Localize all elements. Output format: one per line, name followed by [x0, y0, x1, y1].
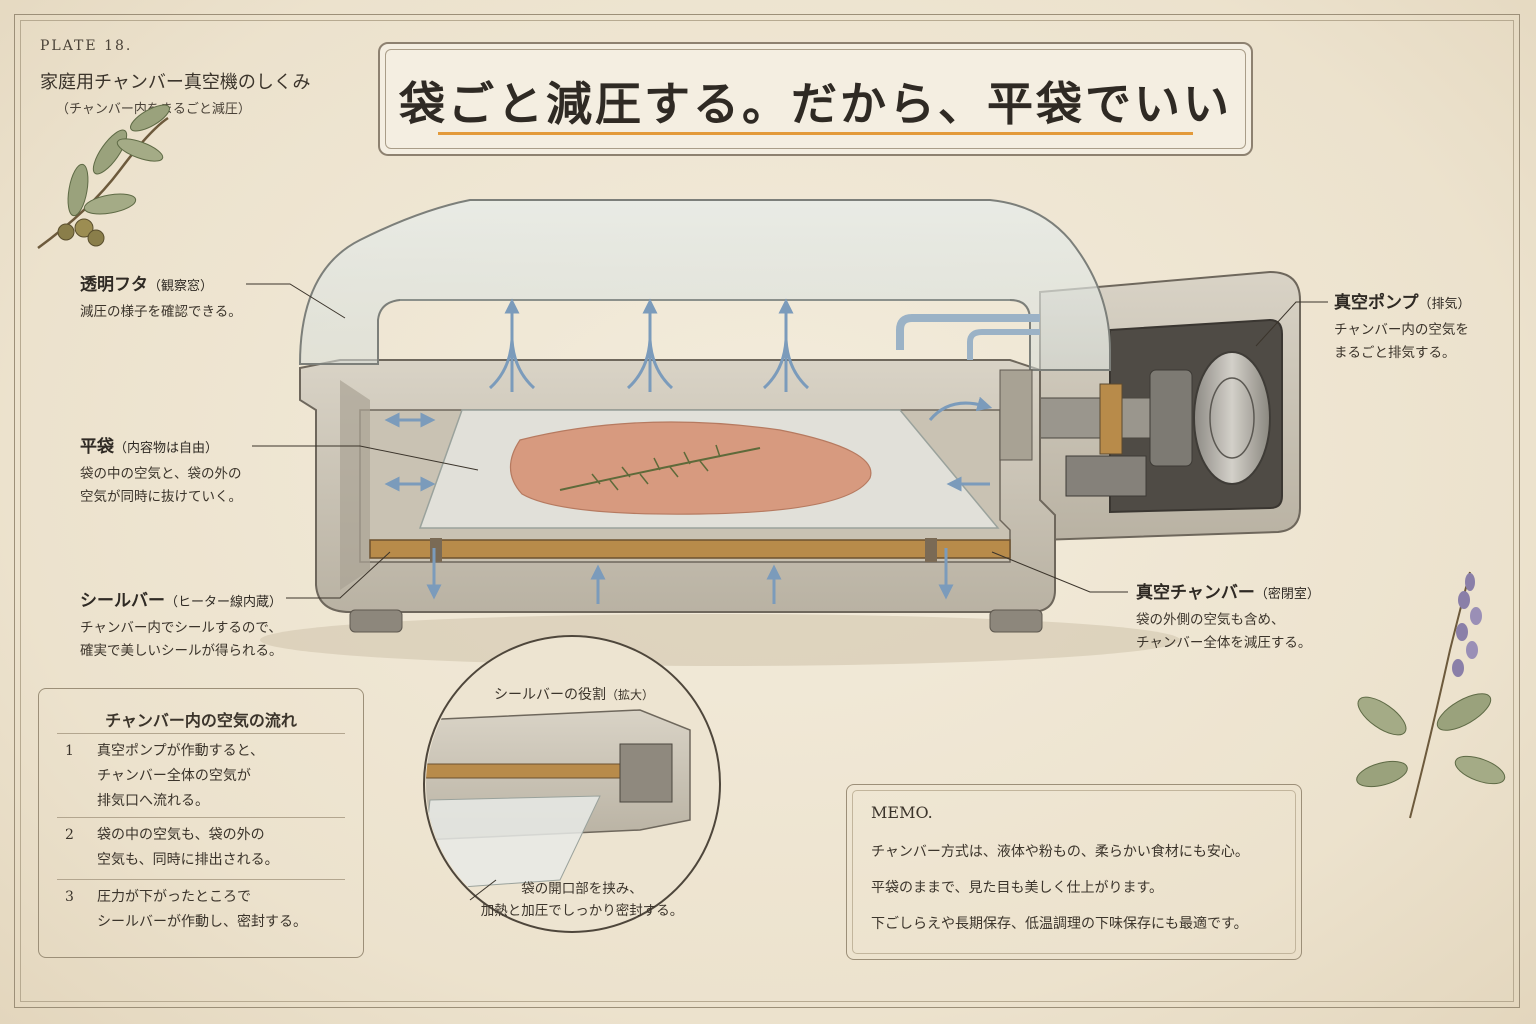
callout-lid-paren: （観察窓） [148, 279, 214, 294]
flow-step-line: 排気口へ流れる。 [97, 793, 209, 809]
callout-sealbar: シールバー（ヒーター線内蔵） チャンバー内でシールするので、 確実で美しいシール… [80, 586, 283, 663]
foot-left [349, 609, 403, 633]
callout-pump-line: チャンバー内の空気を [1334, 322, 1469, 338]
callout-sealbar-title: シールバー [80, 591, 165, 611]
leader-lines [246, 283, 1328, 599]
flow-step-number: 2 [65, 827, 74, 843]
flow-step-line: 空気も、同時に排出される。 [97, 852, 279, 868]
inset-label-paren: （拡大） [606, 688, 655, 702]
callout-chamber-line: チャンバー全体を減圧する。 [1136, 635, 1312, 651]
inset-label-text: シールバーの役割 [494, 687, 606, 703]
vacuum-pump-icon [1039, 351, 1271, 497]
flat-bag [418, 409, 1000, 529]
inset-leader [469, 879, 497, 901]
callout-pump-line: まるごと排気する。 [1334, 345, 1456, 361]
air-flow-box: チャンバー内の空気の流れ 1 真空ポンプが作動すると、 チャンバー全体の空気が … [38, 688, 364, 958]
memo-title: MEMO. [871, 803, 933, 822]
flow-step-line: チャンバー全体の空気が [97, 768, 251, 784]
title-underline [438, 132, 1193, 135]
plate-number: PLATE 18. [40, 38, 133, 54]
rosemary-sprig-icon [559, 447, 761, 491]
callout-lid: 透明フタ（観察窓） 減圧の様子を確認できる。 [80, 270, 242, 324]
memo-box: MEMO. チャンバー方式は、液体や粉もの、柔らかい食材にも安心。 平袋のままで… [846, 784, 1302, 960]
flow-step-number: 3 [65, 889, 74, 905]
callout-lid-line: 減圧の様子を確認できる。 [80, 304, 242, 320]
sealbar-inset [423, 635, 721, 933]
memo-line: 下ごしらえや長期保存、低温調理の下味保存にも最適です。 [871, 916, 1248, 932]
callout-chamber-line: 袋の外側の空気も含め、 [1136, 612, 1285, 628]
callout-chamber-title: 真空チャンバー [1136, 583, 1255, 603]
divider [57, 733, 345, 734]
inset-caption: 袋の開口部を挟み、 加熱と加圧でしっかり密封する。 [462, 878, 702, 922]
callout-pump-title: 真空ポンプ [1334, 293, 1419, 313]
callout-bag-line: 袋の中の空気と、袋の外の [80, 466, 242, 482]
seal-bar [369, 538, 1011, 562]
air-flow-arrow-icon [384, 298, 993, 604]
callout-bag-line: 空気が同時に抜けていく。 [80, 489, 242, 505]
flow-step-line: 圧力が下がったところで [97, 889, 251, 905]
callout-chamber: 真空チャンバー（密閉室） 袋の外側の空気も含め、 チャンバー全体を減圧する。 [1136, 578, 1320, 655]
inset-caption-line: 袋の開口部を挟み、 [521, 881, 643, 897]
exhaust-pipes [896, 314, 1040, 461]
callout-sealbar-line: チャンバー内でシールするので、 [80, 620, 282, 636]
flow-step-line: 袋の中の空気も、袋の外の [97, 827, 265, 843]
callout-chamber-paren: （密閉室） [1254, 587, 1320, 602]
callout-pump: 真空ポンプ（排気） チャンバー内の空気を まるごと排気する。 [1334, 288, 1471, 365]
subject-title: 家庭用チャンバー真空機のしくみ [40, 72, 311, 93]
inset-label: シールバーの役割（拡大） [494, 684, 654, 704]
callout-lid-title: 透明フタ [80, 275, 148, 295]
inset-caption-line: 加熱と加圧でしっかり密封する。 [480, 903, 684, 919]
flow-step-number: 1 [65, 743, 74, 759]
flow-step-line: 真空ポンプが作動すると、 [97, 743, 265, 759]
page-title: 袋ごと減圧する。だから、平袋でいい [399, 77, 1232, 131]
callout-sealbar-line: 確実で美しいシールが得られる。 [80, 643, 283, 659]
air-flow-title: チャンバー内の空気の流れ [105, 711, 297, 730]
ground-shadow [260, 614, 1180, 666]
callout-pump-paren: （排気） [1418, 297, 1471, 312]
olive-branch-icon [37, 104, 170, 250]
callout-bag-paren: （内容物は自由） [114, 441, 219, 456]
transparent-lid [298, 199, 1111, 371]
divider [57, 817, 345, 818]
foot-right [989, 609, 1043, 633]
memo-line: チャンバー方式は、液体や粉もの、柔らかい食材にも安心。 [871, 844, 1249, 860]
lavender-sprig-icon [1356, 571, 1506, 819]
callout-bag: 平袋（内容物は自由） 袋の中の空気と、袋の外の 空気が同時に抜けていく。 [80, 432, 242, 509]
flow-step-line: シールバーが作動し、密封する。 [97, 914, 307, 930]
title-box: 袋ごと減圧する。だから、平袋でいい [378, 42, 1253, 156]
meat-icon [509, 421, 872, 515]
memo-line: 平袋のままで、見た目も美しく仕上がります。 [871, 880, 1164, 896]
callout-bag-title: 平袋 [80, 437, 114, 457]
divider [57, 879, 345, 880]
callout-sealbar-paren: （ヒーター線内蔵） [165, 595, 283, 610]
